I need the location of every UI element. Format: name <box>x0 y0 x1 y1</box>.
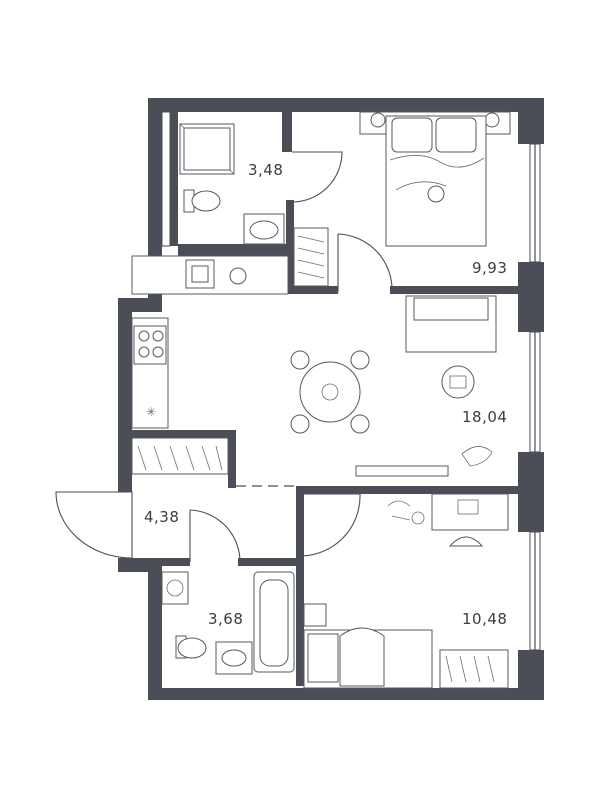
bathroom-top-fixtures <box>179 123 285 245</box>
area-label-bathroom-bottom: 3,68 <box>208 610 243 628</box>
area-label-hallway: 4,38 <box>144 508 179 526</box>
wardrobe-hallway <box>131 437 229 475</box>
bedroom-bottom-furniture <box>303 493 509 689</box>
bed-top <box>359 111 511 247</box>
doors <box>55 151 393 563</box>
walls <box>118 98 544 700</box>
kitchen: ✳ <box>131 255 289 429</box>
svg-text:✳: ✳ <box>146 405 156 419</box>
area-label-bedroom-top: 9,93 <box>472 259 507 277</box>
area-label-bathroom-top: 3,48 <box>248 161 283 179</box>
room-labels: 3,48 9,93 18,04 4,38 3,68 10,48 <box>144 161 507 628</box>
windows <box>161 111 541 651</box>
area-label-bedroom-bottom: 10,48 <box>462 610 507 628</box>
living-furniture <box>355 295 497 477</box>
dining-table <box>290 350 370 434</box>
bathroom-bottom-fixtures <box>161 571 295 675</box>
wardrobe-top <box>293 227 329 287</box>
area-label-living-kitchen: 18,04 <box>462 408 507 426</box>
